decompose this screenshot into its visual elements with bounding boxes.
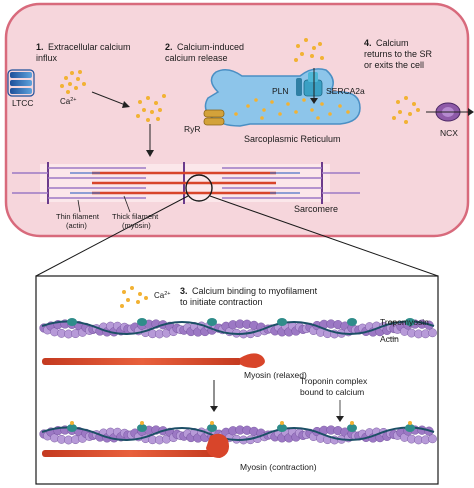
ryr-channel: [203, 109, 225, 126]
thick-filament-pointer: [123, 195, 131, 213]
myosin-relaxed-label: Myosin (relaxed): [244, 370, 307, 380]
arrow-contraction-head: [210, 406, 218, 412]
troponin-sublabel: bound to calcium: [300, 387, 364, 397]
step2-text-line2: calcium release: [165, 53, 228, 63]
troponin-label: Troponin complex: [300, 376, 368, 386]
calcium-ions-zoom: [120, 286, 148, 308]
thick-filament-sublabel: (myosin): [122, 221, 151, 230]
ncx-label: NCX: [440, 128, 458, 138]
troponin-complex: [405, 424, 415, 432]
troponin-complex: [277, 318, 287, 326]
calcium-ions-influx: [60, 70, 86, 94]
actin-label: Actin: [380, 334, 399, 344]
thin-filament-sublabel: (actin): [66, 221, 87, 230]
arrow-influx-head: [122, 101, 130, 108]
troponin-complex: [347, 424, 357, 432]
calcium-label-1: Ca2+: [60, 97, 77, 106]
arrow-release-head: [146, 150, 154, 157]
troponin-complex: [207, 424, 217, 432]
sr-calcium-ions: [234, 98, 350, 120]
ltcc-label: LTCC: [12, 98, 34, 108]
pln-label: PLN: [272, 86, 289, 96]
step3-text: 3. Calcium binding to myofilament: [180, 286, 318, 296]
step4-text-line3: or exits the cell: [364, 60, 424, 70]
step3-text-line2: to initiate contraction: [180, 297, 263, 307]
myosin-contraction-label: Myosin (contraction): [240, 462, 317, 472]
actin-monomer: [428, 434, 437, 444]
arrow-influx: [91, 91, 129, 107]
troponin-pointer-head: [336, 416, 344, 422]
actin-filament-relaxed: [39, 318, 437, 339]
zoom-box: [35, 275, 439, 485]
actin-monomer: [428, 328, 437, 338]
troponin-complex: [277, 424, 287, 432]
troponin-complex: [67, 424, 77, 432]
thin-filament-label: Thin filament: [56, 212, 100, 221]
troponin-complex: [347, 318, 357, 326]
troponin-complex: [137, 424, 147, 432]
ltcc-channel: [7, 69, 35, 97]
calcium-ions-efflux: [392, 96, 420, 124]
arrow-serca-head: [310, 98, 318, 104]
bound-calcium: [350, 421, 354, 425]
troponin-complex: [207, 318, 217, 326]
thin-filament-pointer: [77, 199, 81, 213]
serca-label: SERCA2a: [326, 86, 365, 96]
bound-calcium: [210, 421, 214, 425]
zoom-line-right: [209, 195, 439, 277]
tropomyosin-label: Tropomyosin: [380, 317, 429, 327]
calcium-ions-release: [136, 94, 166, 122]
step1-text-line2: influx: [36, 53, 58, 63]
myosin-contraction: [42, 433, 229, 458]
calcium-label-zoom: Ca2+: [154, 291, 171, 300]
calcium-ions-return: [294, 38, 324, 62]
bound-calcium: [70, 421, 74, 425]
sr-label: Sarcoplasmic Reticulum: [244, 134, 341, 144]
pln-protein: [296, 78, 302, 96]
sarcomere-label: Sarcomere: [294, 204, 338, 214]
zoom-line-left: [35, 195, 189, 277]
troponin-complex: [137, 318, 147, 326]
thick-filament-label: Thick filament: [112, 212, 159, 221]
step2-text: 2. Calcium-induced: [165, 42, 244, 52]
bound-calcium: [140, 421, 144, 425]
serca2a-pump: [303, 72, 323, 97]
sarcomere: [12, 162, 360, 204]
step4-text-line2: returns to the SR: [364, 49, 433, 59]
ryr-label: RyR: [184, 124, 201, 134]
bound-calcium: [408, 421, 412, 425]
troponin-complex: [405, 318, 415, 326]
actin-filament-contraction: [39, 421, 437, 445]
zoom-circle: [185, 174, 213, 202]
step1-text: 1. Extracellular calcium: [36, 42, 131, 52]
troponin-complex: [67, 318, 77, 326]
myosin-relaxed: [42, 353, 265, 368]
bound-calcium: [280, 421, 284, 425]
ncx-exchanger: [426, 102, 474, 122]
step4-text: 4. Calcium: [364, 38, 409, 48]
